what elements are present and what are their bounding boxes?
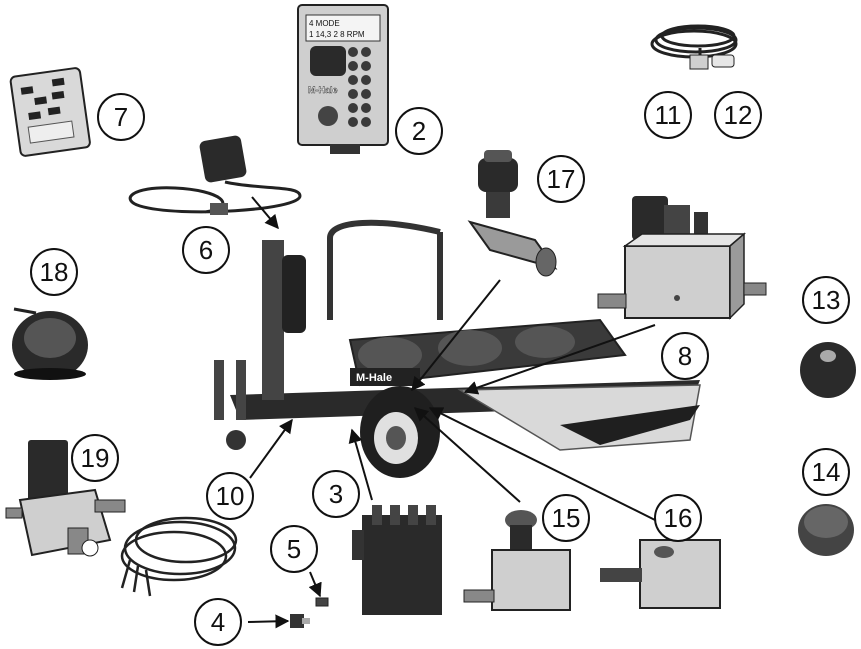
flow-valve-icon: [467, 150, 558, 277]
cap-icon: [798, 504, 854, 556]
cable-coil-icon: [650, 24, 738, 59]
callout-17: 17: [537, 155, 585, 203]
callout-6: 6: [182, 226, 230, 274]
block-valve-icon: [597, 196, 767, 320]
fitting-icon: [600, 539, 721, 609]
wire-harness-icon: [120, 516, 238, 597]
callout-16: 16: [654, 494, 702, 542]
machine-brand-label: M-Hale: [356, 372, 392, 384]
callout-15: 15: [542, 494, 590, 542]
pin-icon: [290, 597, 329, 628]
callout-5: 5: [270, 525, 318, 573]
callout-7: 7: [97, 93, 145, 141]
callout-19: 19: [71, 434, 119, 482]
knob-icon: [800, 342, 856, 398]
wrapper-machine-icon: M-Hale: [214, 219, 701, 478]
control-box-icon: 4 MODE 1 14,3 2 8 RPM M-Hale: [297, 4, 389, 154]
beacon-icon: [12, 307, 88, 380]
callout-18: 18: [30, 248, 78, 296]
arrow-icon: [247, 196, 656, 629]
remote-control-icon: [9, 67, 91, 157]
callout-8: 8: [661, 332, 709, 380]
display-line-2: 1 14,3 2 8 RPM: [309, 30, 365, 39]
callout-14: 14: [802, 448, 850, 496]
callout-3: 3: [312, 470, 360, 518]
callout-10: 10: [206, 472, 254, 520]
callout-13: 13: [802, 276, 850, 324]
display-line-1: 4 MODE: [309, 19, 340, 28]
callout-2: 2: [395, 107, 443, 155]
callout-11: 11: [644, 91, 692, 139]
valve-bank-icon: [352, 505, 442, 615]
manifold-icon: [5, 440, 126, 557]
brand-label: M-Hale: [308, 85, 338, 95]
sensor-icon: [128, 135, 302, 215]
pressure-valve-icon: [463, 510, 571, 611]
connector-icon: [689, 48, 735, 70]
callout-12: 12: [714, 91, 762, 139]
callout-4: 4: [194, 598, 242, 646]
